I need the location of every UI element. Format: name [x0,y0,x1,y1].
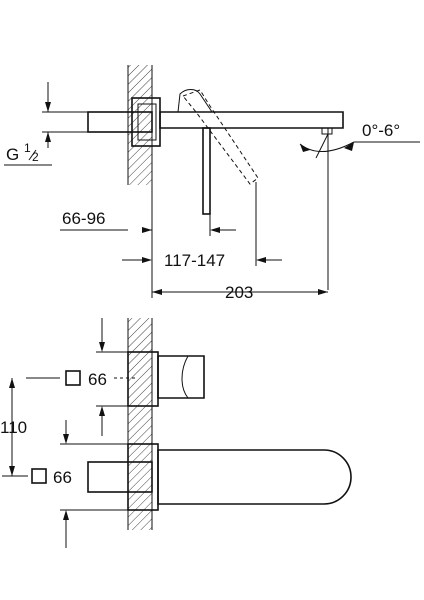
angle-arrow-right [344,142,354,151]
angle-range-label: 0°-6° [362,121,400,140]
square-icon-bottom [31,468,47,484]
arrow-pipe-top [45,102,51,112]
lever-raised-dashed [182,89,259,185]
handle-body [177,89,213,113]
arrow-sq-top-down [99,406,105,416]
arrow-pipe-bottom [45,132,51,142]
square-top-label: 66 [88,370,107,389]
angle-tilt-line [315,133,329,159]
arrow-sq-top-up [99,342,105,352]
arrow-sq-bottom-down [63,510,69,520]
square-bottom-label: 66 [53,468,72,487]
flange [137,103,157,141]
arrow-height-bottom [9,466,15,476]
valve-body [87,111,153,133]
handle-curve [181,355,189,399]
arrow-spout-left [152,289,162,295]
spout-length-label: 203 [225,283,253,302]
height-center-label: 110 [0,418,27,437]
pipe-thread-den: 2 [32,150,39,164]
spout [159,111,344,129]
square-icon-top [65,370,81,386]
lever [202,127,211,215]
depth-range-label: 66-96 [62,209,105,228]
spout-pipe [87,461,153,493]
aerator [321,127,333,135]
spout-front [157,449,352,505]
arrow-spout-right [318,289,328,295]
angle-arrow-left [300,144,310,152]
pipe-thread-num: 1 [24,141,31,155]
handle-front [157,355,205,399]
arrow-lever-right [256,257,266,263]
pipe-thread-slash [28,149,37,161]
lever-range-label: 117-147 [164,251,225,270]
pipe-thread-letter: G [6,145,19,164]
wall-hatch-bottom [128,318,152,530]
arrow-height-top [9,378,15,388]
arrow-sq-bottom-up [63,434,69,444]
front-view: 66 110 66 [0,318,352,548]
arrow-lever-left [142,257,152,263]
arrow-depth-right [210,227,220,233]
side-view: G 1 2 0°-6° 66-96 117-147 203 [4,65,420,302]
